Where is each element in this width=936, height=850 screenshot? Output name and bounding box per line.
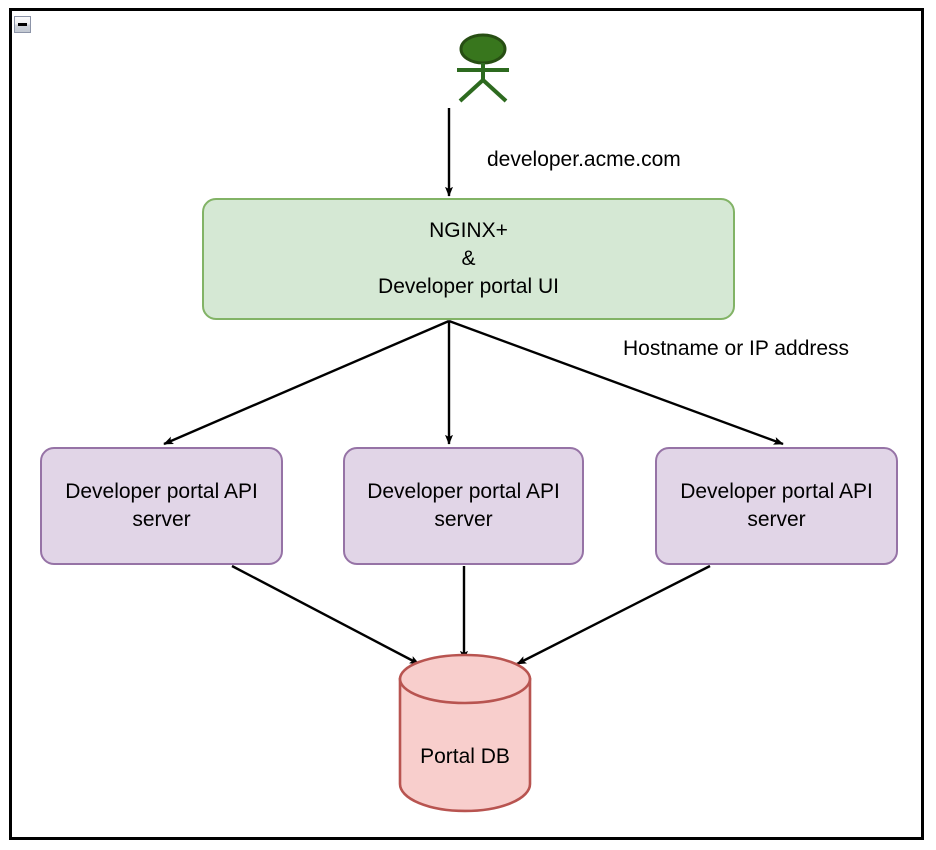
diagram-frame xyxy=(9,8,924,840)
node-api-server-3-label: Developer portal API server xyxy=(680,480,873,531)
node-portal-db-label: Portal DB xyxy=(420,745,510,768)
node-api-server-1[interactable]: Developer portal API server xyxy=(40,447,283,565)
node-nginx-label: NGINX+ & Developer portal UI xyxy=(378,219,559,298)
minus-icon[interactable] xyxy=(14,16,31,33)
node-api-server-2[interactable]: Developer portal API server xyxy=(343,447,584,565)
node-api-server-2-label: Developer portal API server xyxy=(367,480,560,531)
edge-label-hostname: Hostname or IP address xyxy=(623,337,850,360)
node-api-server-1-label: Developer portal API server xyxy=(65,480,258,531)
edge-label-domain: developer.acme.com xyxy=(487,148,681,171)
minus-icon-bar xyxy=(18,23,27,26)
node-api-server-3[interactable]: Developer portal API server xyxy=(655,447,898,565)
node-nginx-developer-portal-ui[interactable]: NGINX+ & Developer portal UI xyxy=(202,198,735,320)
